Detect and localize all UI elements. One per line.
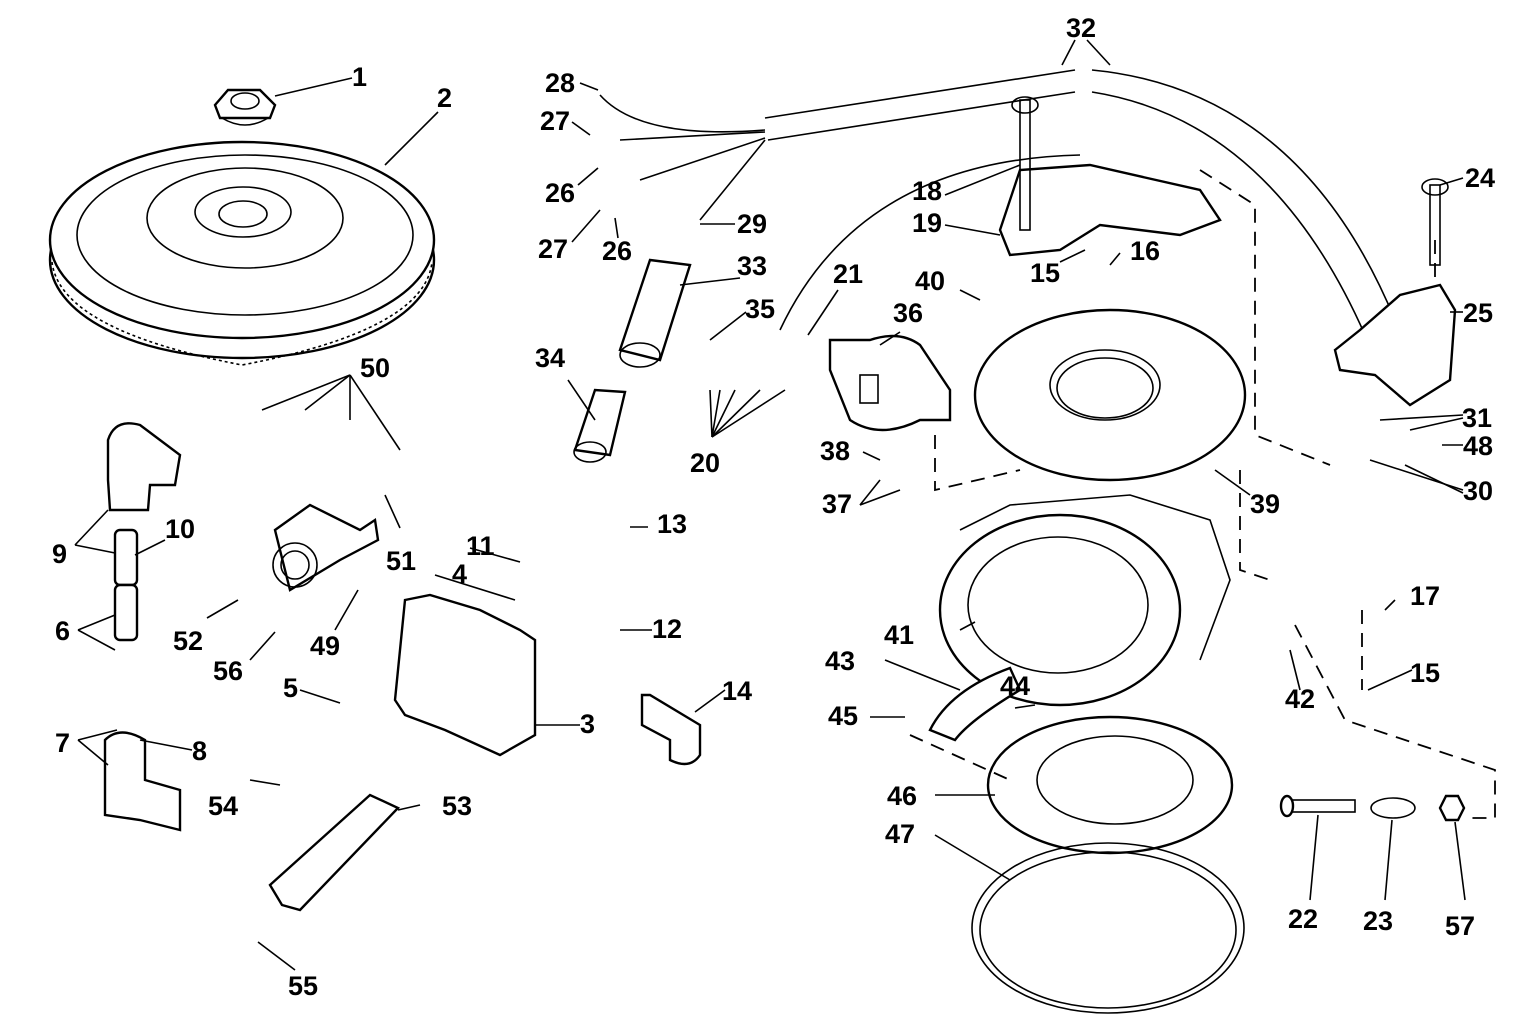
callout-12: 12 <box>652 614 682 644</box>
callout-38: 38 <box>820 436 850 466</box>
callout-55: 55 <box>288 971 318 1001</box>
leader-lines <box>74 39 1466 971</box>
callout-48: 48 <box>1463 431 1493 461</box>
callout-33: 33 <box>737 251 767 281</box>
callout-9: 9 <box>52 539 67 569</box>
callout-17: 17 <box>1410 581 1440 611</box>
callout-14: 14 <box>722 676 752 706</box>
callout-2: 2 <box>437 83 452 113</box>
callout-45: 45 <box>828 701 858 731</box>
retainer-segment-drawing <box>928 666 1022 742</box>
callout-37: 37 <box>822 489 852 519</box>
callout-5: 5 <box>283 673 298 703</box>
charge-coil-drawing <box>828 334 952 432</box>
hardware-drawing <box>1279 794 1466 822</box>
stator-plate-drawing <box>973 308 1247 482</box>
callout-24: 24 <box>1465 163 1495 193</box>
callout-8: 8 <box>192 736 207 766</box>
callout-20: 20 <box>690 448 720 478</box>
callout-15-lower: 15 <box>1410 658 1440 688</box>
callout-labels: 1 2 3 4 5 6 7 8 9 10 11 12 13 14 15 15 1… <box>52 13 1495 1001</box>
callout-39: 39 <box>1250 489 1280 519</box>
callout-15-upper: 15 <box>1030 258 1060 288</box>
callout-36: 36 <box>893 298 923 328</box>
callout-46: 46 <box>887 781 917 811</box>
callout-40: 40 <box>915 266 945 296</box>
callout-26-upper: 26 <box>545 178 575 208</box>
boots-drawing <box>103 422 182 832</box>
callout-11: 11 <box>466 531 495 561</box>
rectifier-drawing <box>272 503 380 592</box>
flywheel-drawing <box>48 140 436 366</box>
callout-30: 30 <box>1463 476 1493 506</box>
callout-51: 51 <box>386 546 416 576</box>
callout-54: 54 <box>208 791 238 821</box>
callout-3: 3 <box>580 709 595 739</box>
callout-13: 13 <box>657 509 687 539</box>
callout-35: 35 <box>745 294 775 324</box>
timer-base-drawing <box>938 494 1231 707</box>
callout-27-lower: 27 <box>538 234 568 264</box>
callout-6: 6 <box>55 616 70 646</box>
callout-50: 50 <box>360 353 390 383</box>
callout-43: 43 <box>825 646 855 676</box>
callout-16: 16 <box>1130 236 1160 266</box>
callout-47: 47 <box>885 819 915 849</box>
callout-53: 53 <box>442 791 472 821</box>
callout-49: 49 <box>310 631 340 661</box>
ignition-coil-drawing <box>393 593 537 757</box>
callout-34: 34 <box>535 343 565 373</box>
callout-10: 10 <box>165 514 195 544</box>
clip-drawing <box>640 693 702 766</box>
callout-21: 21 <box>833 259 863 289</box>
callout-25: 25 <box>1463 298 1493 328</box>
wire-harness-drawing <box>599 69 1396 336</box>
callout-44: 44 <box>1000 671 1030 701</box>
callout-42: 42 <box>1285 684 1315 714</box>
callout-29: 29 <box>737 209 767 239</box>
power-pack-drawing <box>1333 178 1457 407</box>
sensor-assembly-drawing <box>998 96 1222 257</box>
callout-7: 7 <box>55 728 70 758</box>
retainer-ring-drawing <box>971 842 1245 1014</box>
callout-19: 19 <box>912 208 942 238</box>
callout-41: 41 <box>884 620 914 650</box>
callout-23: 23 <box>1363 906 1393 936</box>
callout-32: 32 <box>1066 13 1096 43</box>
connector-drawing <box>573 258 692 463</box>
assembly-lines <box>909 169 1496 819</box>
callout-26-lower: 26 <box>602 236 632 266</box>
callout-18: 18 <box>912 176 942 206</box>
callout-22: 22 <box>1288 904 1318 934</box>
callout-1: 1 <box>352 62 367 92</box>
callout-4: 4 <box>452 559 467 589</box>
flywheel-nut-drawing <box>213 88 277 126</box>
callout-28: 28 <box>545 68 575 98</box>
terminal-block-drawing <box>268 793 401 912</box>
callout-31: 31 <box>1462 403 1492 433</box>
callout-52: 52 <box>173 626 203 656</box>
callout-57: 57 <box>1445 911 1475 941</box>
callout-56: 56 <box>213 656 243 686</box>
callout-27-upper: 27 <box>540 106 570 136</box>
support-ring-drawing <box>986 715 1234 855</box>
